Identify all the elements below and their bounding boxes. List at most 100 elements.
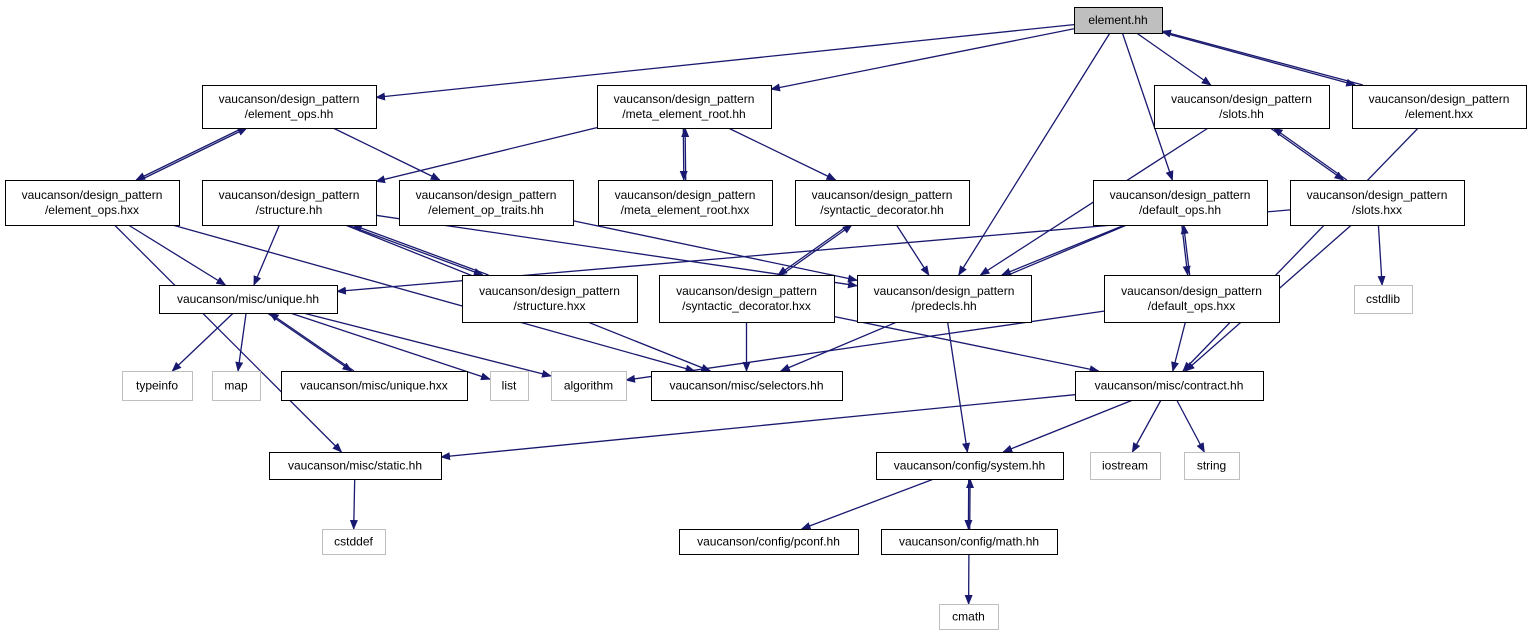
node-box [551,371,627,401]
edge-n3-to-n11 [1269,127,1345,181]
node-n6[interactable]: vaucanson/design_pattern/structure.hh [202,180,377,226]
node-n14[interactable]: vaucanson/design_pattern/syntactic_decor… [659,275,835,323]
node-label: /slots.hh [1219,107,1264,121]
node-n4[interactable]: vaucanson/design_pattern/element.hxx [1352,85,1527,129]
edge-n0-to-n3 [1136,32,1212,86]
node-label: /element_ops.hh [245,107,334,121]
nodes-layer: element.hh vaucanson/design_pattern/eleme… [5,7,1527,630]
node-box [1090,452,1161,480]
edge-n5-to-n12 [128,224,227,286]
node-n15[interactable]: vaucanson/design_pattern/predecls.hh [857,275,1032,323]
node-label: vaucanson/misc/unique.hxx [300,379,447,393]
edge-n5-to-n25 [114,224,343,453]
node-box [651,371,843,401]
node-n5[interactable]: vaucanson/design_pattern/element_ops.hxx [5,180,180,226]
edge-n2-to-n9 [728,127,837,181]
node-label: vaucanson/design_pattern [874,284,1015,298]
edge-n0-to-n1 [375,23,1075,101]
node-box [1093,180,1268,226]
node-n11[interactable]: vaucanson/design_pattern/slots.hxx [1290,180,1465,226]
node-n32: cmath [939,604,999,630]
node-label: iostream [1102,459,1148,473]
edge-n5-to-n1 [140,127,248,181]
edge-n16-to-n10 [1180,224,1191,276]
node-n26[interactable]: vaucanson/config/system.hh [876,452,1064,480]
node-n31[interactable]: vaucanson/config/math.hh [881,529,1058,555]
node-box [399,180,574,226]
node-label: element.hh [1088,13,1147,27]
node-label: /meta_element_root.hh [622,107,745,121]
node-box [597,85,772,129]
edge-n15-to-n26 [946,321,970,453]
node-box [5,180,180,226]
node-n28: string [1184,452,1240,480]
edge-n1-to-n7 [332,127,441,181]
node-n25[interactable]: vaucanson/misc/static.hh [269,452,442,480]
node-n16[interactable]: vaucanson/design_pattern/default_ops.hxx [1104,275,1280,323]
edge-n13-to-n6 [351,224,489,276]
edge-n4-to-n24 [1182,127,1419,372]
node-label: vaucanson/design_pattern [219,188,360,202]
node-n24[interactable]: vaucanson/misc/contract.hh [1075,371,1264,401]
node-label: vaucanson/design_pattern [479,284,620,298]
node-n0[interactable]: element.hh [1074,7,1163,34]
node-label: /default_ops.hh [1139,203,1221,217]
node-n27: iostream [1090,452,1161,480]
node-label: list [502,379,517,393]
node-label: /predecls.hh [911,299,976,313]
edge-n9-to-n15 [895,224,930,276]
node-label: vaucanson/design_pattern [614,92,755,106]
node-label: vaucanson/design_pattern [219,92,360,106]
node-label: /element_ops.hxx [45,203,139,217]
node-box [202,180,377,226]
node-label: vaucanson/design_pattern [1369,92,1510,106]
node-n18: typeinfo [122,371,193,401]
node-label: vaucanson/design_pattern [812,188,953,202]
node-n8[interactable]: vaucanson/design_pattern/meta_element_ro… [598,180,773,226]
node-label: cstddef [334,535,373,549]
node-n30[interactable]: vaucanson/config/pconf.hh [679,529,859,555]
edge-n7-to-n15 [572,220,858,283]
node-label: vaucanson/design_pattern [416,188,557,202]
node-n3[interactable]: vaucanson/design_pattern/slots.hh [1154,85,1330,129]
edge-n6-to-n13 [347,224,484,276]
node-label: vaucanson/config/system.hh [894,459,1045,473]
node-n12[interactable]: vaucanson/misc/unique.hh [159,285,338,314]
node-n1[interactable]: vaucanson/design_pattern/element_ops.hh [202,85,377,129]
node-label: typeinfo [136,379,178,393]
edge-n0-to-n4 [1161,31,1357,87]
node-n19: map [212,371,261,401]
edge-n11-to-n17 [1377,224,1386,286]
node-label: vaucanson/design_pattern [676,284,817,298]
node-label: vaucanson/design_pattern [1110,188,1251,202]
edge-n24-to-n28 [1176,399,1205,453]
node-label: /structure.hh [256,203,323,217]
node-n7[interactable]: vaucanson/design_pattern/element_op_trai… [399,180,574,226]
node-label: vaucanson/misc/static.hh [288,459,422,473]
node-box [939,604,999,630]
node-box [1104,275,1280,323]
edge-n10-to-n15 [1000,224,1125,276]
node-n10[interactable]: vaucanson/design_pattern/default_ops.hh [1093,180,1268,226]
node-box [876,452,1064,480]
node-n23[interactable]: vaucanson/misc/selectors.hh [651,371,843,401]
node-label: vaucanson/config/math.hh [899,535,1039,549]
node-n17: cstdlib [1354,285,1413,314]
edge-n16-to-n24 [1171,321,1187,372]
node-label: string [1197,459,1226,473]
node-n9[interactable]: vaucanson/design_pattern/syntactic_decor… [795,180,970,226]
node-n13[interactable]: vaucanson/design_pattern/structure.hxx [462,275,638,323]
node-label: vaucanson/design_pattern [22,188,163,202]
edge-n24-to-n27 [1131,399,1162,453]
node-label: cmath [952,610,985,624]
node-n2[interactable]: vaucanson/design_pattern/meta_element_ro… [597,85,772,129]
edge-n12-to-n22 [302,312,552,378]
node-label: algorithm [564,379,613,393]
node-label: vaucanson/design_pattern [1121,284,1262,298]
node-box [122,371,193,401]
edge-n6-to-n15 [375,214,858,289]
node-label: /structure.hxx [513,299,585,313]
node-n20[interactable]: vaucanson/misc/unique.hxx [281,371,468,401]
node-box [881,529,1058,555]
node-box [322,529,386,555]
